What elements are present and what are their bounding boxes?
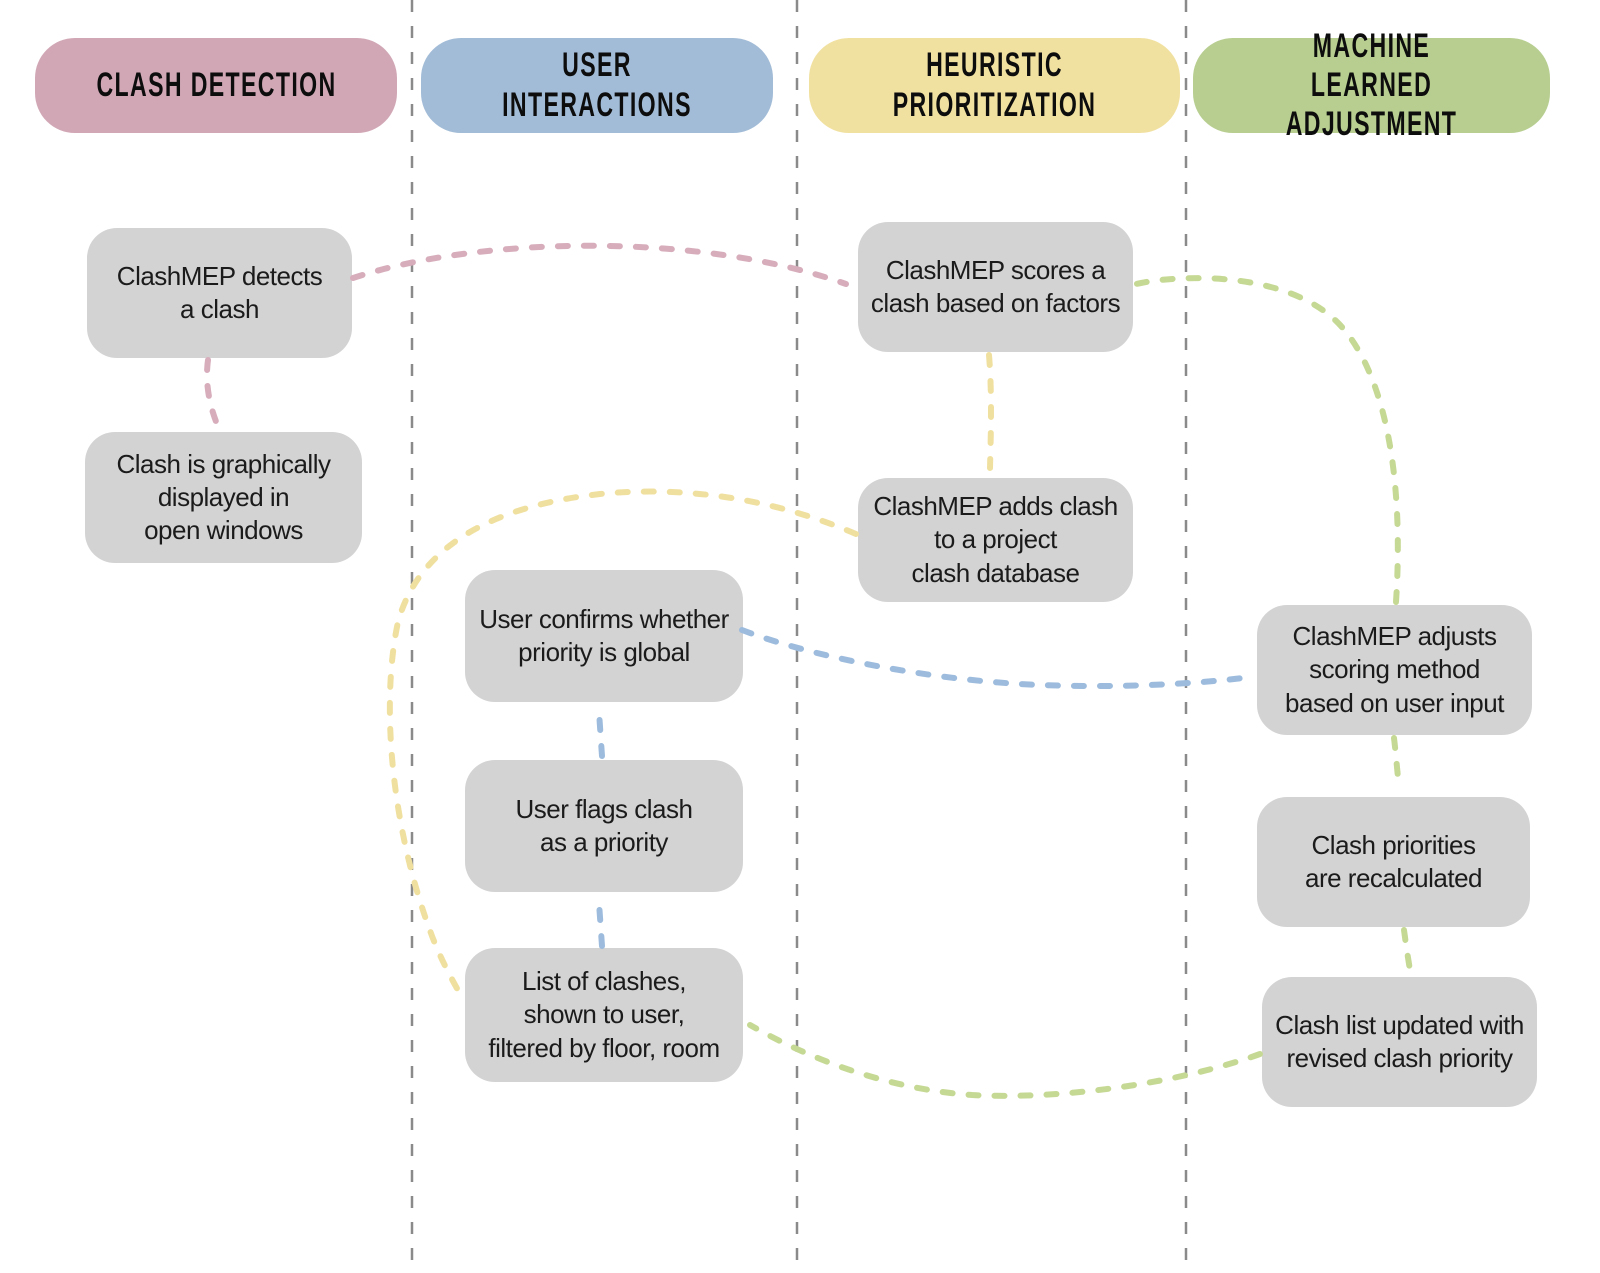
column-header-machine-learned-adjustment-label: MACHINE LEARNED ADJUSTMENT <box>1285 26 1458 144</box>
arrow-detects-to-scores <box>350 242 849 287</box>
flow-box-list-updated-text: Clash list updated with revised clash pr… <box>1275 1009 1524 1073</box>
arrow-confirms-to-adjusts <box>739 627 1253 690</box>
arrow-recalculated-to-updated <box>1401 927 1413 973</box>
flow-box-clash-list-text: List of clashes, shown to user, filtered… <box>488 966 720 1063</box>
column-header-heuristic-prioritization-label: HEURISTIC PRIORITIZATION <box>892 46 1097 124</box>
flow-box-priorities-recalculated: Clash priorities are recalculated <box>1257 797 1530 927</box>
flow-box-detects-clash: ClashMEP detects a clash <box>87 228 352 358</box>
flow-box-user-confirms: User confirms whether priority is global <box>465 570 743 702</box>
flow-box-detects-clash-text: ClashMEP detects a clash <box>116 260 323 324</box>
arrow-updated-to-list <box>747 1022 1263 1099</box>
flow-box-user-flags: User flags clash as a priority <box>465 760 743 892</box>
arrow-adds-to-list <box>386 488 859 995</box>
column-header-heuristic-prioritization: HEURISTIC PRIORITIZATION <box>809 38 1180 133</box>
flow-box-list-updated: Clash list updated with revised clash pr… <box>1262 977 1537 1107</box>
flow-box-adjusts-scoring-text: ClashMEP adjusts scoring method based on… <box>1285 621 1504 718</box>
arrow-list-to-flags <box>596 900 605 949</box>
flow-box-user-confirms-text: User confirms whether priority is global <box>479 603 729 667</box>
flow-box-user-flags-text: User flags clash as a priority <box>515 793 693 857</box>
column-header-machine-learned-adjustment: MACHINE LEARNED ADJUSTMENT <box>1193 27 1550 143</box>
flow-box-scores-clash: ClashMEP scores a clash based on factors <box>858 222 1133 352</box>
column-header-user-interactions-label: USER INTERACTIONS <box>502 46 692 124</box>
arrow-adjusts-to-scores <box>1133 275 1401 605</box>
column-header-clash-detection-label: CLASH DETECTION <box>95 65 337 104</box>
flow-box-priorities-recalculated-text: Clash priorities are recalculated <box>1305 829 1483 893</box>
column-header-user-interactions: USER INTERACTIONS <box>421 38 773 133</box>
flow-box-clash-displayed: Clash is graphically displayed in open w… <box>85 432 362 563</box>
arrow-flags-to-confirms <box>596 709 605 759</box>
flow-box-adjusts-scoring: ClashMEP adjusts scoring method based on… <box>1257 605 1532 735</box>
arrow-scores-to-adds <box>986 352 994 471</box>
flow-box-adds-to-database: ClashMEP adds clash to a project clash d… <box>858 478 1133 602</box>
flow-box-adds-to-database-text: ClashMEP adds clash to a project clash d… <box>873 491 1118 588</box>
arrow-detects-to-displayed <box>204 357 220 427</box>
flow-box-clash-list: List of clashes, shown to user, filtered… <box>465 948 743 1082</box>
flow-box-clash-displayed-text: Clash is graphically displayed in open w… <box>116 448 331 545</box>
column-header-clash-detection: CLASH DETECTION <box>35 38 397 133</box>
arrow-adjusts-to-recalculated <box>1391 735 1402 789</box>
flow-box-scores-clash-text: ClashMEP scores a clash based on factors <box>870 254 1121 318</box>
